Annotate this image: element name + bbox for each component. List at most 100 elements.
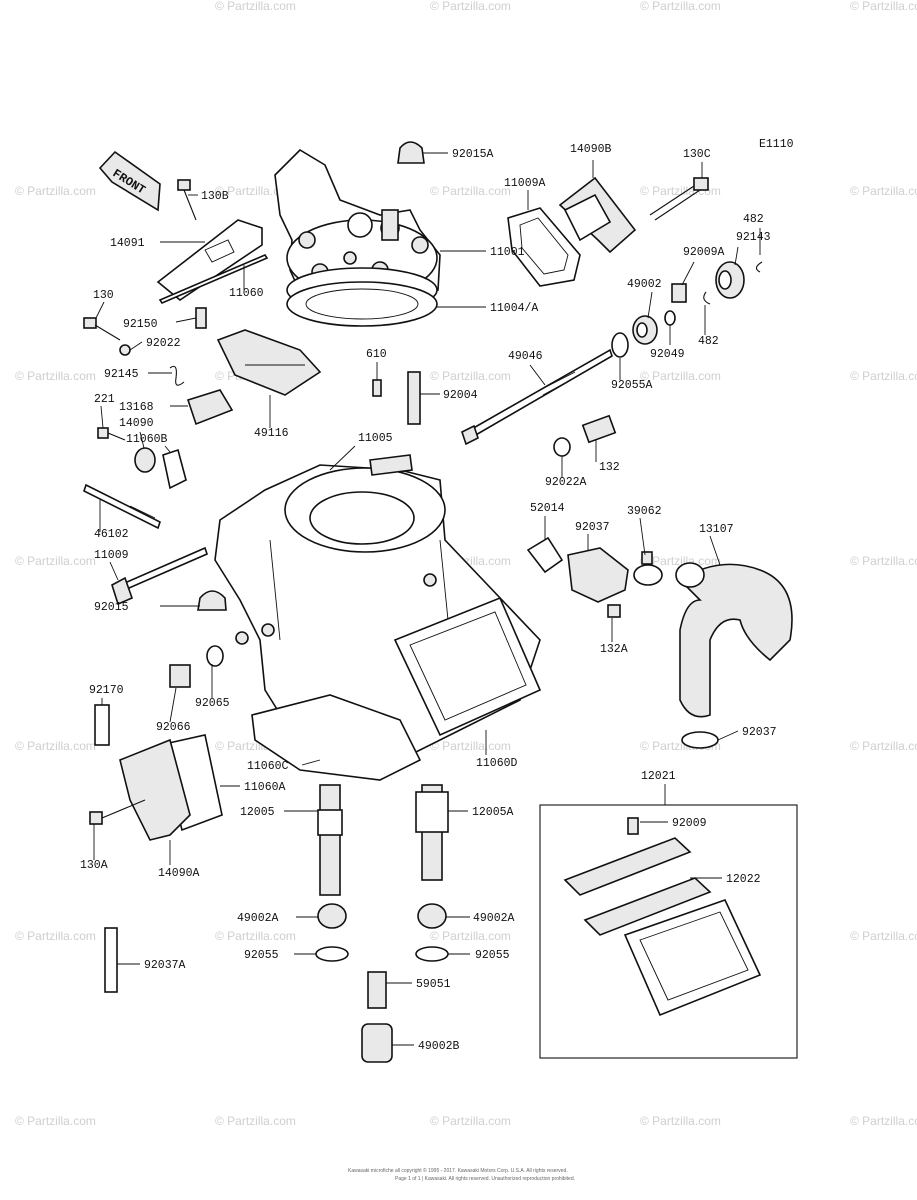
leader-line [95, 301, 105, 319]
part-label-49002a: 49002A [237, 912, 279, 925]
leader-line [709, 535, 721, 566]
leader-line [647, 291, 653, 319]
part-label-132a: 132A [600, 643, 628, 656]
part-label-130: 130 [93, 289, 114, 302]
watermark-text: © Partzilla.com [215, 929, 296, 943]
gasket-11009 [526, 536, 564, 574]
gasket-11009a [507, 207, 581, 287]
front-arrow-icon: FRONT [98, 150, 161, 212]
part-label-92037a: 92037A [144, 959, 186, 972]
gasket-11060d [393, 596, 542, 737]
leader-line [717, 730, 739, 741]
part-label-92145: 92145 [104, 368, 139, 381]
cover-14090b [558, 176, 637, 254]
leader-line [529, 364, 546, 386]
washer-92022a [553, 437, 571, 457]
part-label-92170: 92170 [89, 684, 124, 697]
leader-line [734, 246, 739, 266]
watermark-text: © Partzilla.com [15, 184, 96, 198]
part-label-92037: 92037 [742, 726, 777, 739]
part-label-13107: 13107 [699, 523, 734, 536]
leader-line [169, 687, 177, 723]
part-label-12005a: 12005A [472, 806, 514, 819]
bolt-130 [83, 317, 131, 356]
leader-line [100, 405, 104, 429]
watermark-text: © Partzilla.com [850, 1114, 917, 1128]
part-label-482: 482 [698, 335, 719, 348]
part-label-49002: 49002 [627, 278, 662, 291]
watermark-text: © Partzilla.com [15, 739, 96, 753]
cover-14090a [119, 738, 191, 841]
spring-92145 [169, 365, 185, 386]
part-label-11060a: 11060A [244, 781, 286, 794]
part-label-92022: 92022 [146, 337, 181, 350]
screw-92009a [671, 283, 687, 303]
watermark-text: © Partzilla.com [640, 1114, 721, 1128]
part-label-49002b: 49002B [418, 1040, 460, 1053]
bolt-132a [607, 604, 621, 618]
watermark-text: © Partzilla.com [850, 369, 917, 383]
watermark-text: © Partzilla.com [430, 0, 511, 13]
hose-39062 [675, 562, 793, 718]
part-label-11060: 11060 [229, 287, 264, 300]
leader-line [139, 431, 145, 449]
part-label-92015: 92015 [94, 601, 129, 614]
part-label-14090a: 14090A [158, 867, 200, 880]
watermark-text: © Partzilla.com [430, 184, 511, 198]
part-label-49116: 49116 [254, 427, 289, 440]
part-label-610: 610 [366, 348, 387, 361]
part-label-130b: 130B [201, 190, 229, 203]
part-label-92037: 92037 [575, 521, 610, 534]
part-label-14090b: 14090B [570, 143, 612, 156]
part-label-482: 482 [743, 213, 764, 226]
part-label-11005: 11005 [358, 432, 393, 445]
watermark-text: © Partzilla.com [850, 184, 917, 198]
leader-line [175, 317, 197, 323]
plug-92066 [169, 664, 191, 688]
watermark-text: © Partzilla.com [430, 929, 511, 943]
watermark-text: © Partzilla.com [215, 0, 296, 13]
shaft-12005 [317, 784, 343, 896]
part-label-11060c: 11060C [247, 760, 289, 773]
watermark-text: © Partzilla.com [850, 739, 917, 753]
part-label-14091: 14091 [110, 237, 145, 250]
part-label-92004: 92004 [443, 389, 478, 402]
oring-92055-left [315, 946, 349, 962]
part-label-92065: 92065 [195, 697, 230, 710]
part-label-49046: 49046 [508, 350, 543, 363]
cover-14091 [156, 219, 269, 304]
part-label-221: 221 [94, 393, 115, 406]
leader-line [639, 517, 646, 556]
collar-49002 [632, 315, 658, 345]
part-label-92055a: 92055A [611, 379, 653, 392]
bolt-130a [89, 799, 146, 825]
stud-92004 [407, 371, 421, 425]
leader-line [301, 759, 321, 766]
pin-610 [372, 379, 382, 397]
clamp-92037-lower [681, 731, 719, 749]
part-label-11004a: 11004/A [490, 302, 538, 315]
part-label-49002a: 49002A [473, 912, 515, 925]
watermark-text: © Partzilla.com [430, 369, 511, 383]
part-label-12022: 12022 [726, 873, 761, 886]
part-label-11060d: 11060D [476, 757, 518, 770]
head-gasket-11004a [286, 281, 438, 327]
gasket-11060b [162, 448, 187, 490]
gear-59051 [367, 971, 387, 1009]
leader-line [164, 445, 171, 453]
collar-49002a-right [417, 903, 447, 929]
collar-49002b [361, 1023, 393, 1063]
watermark-text: © Partzilla.com [15, 1114, 96, 1128]
rod-49046 [461, 348, 613, 446]
watermark-text: © Partzilla.com [15, 369, 96, 383]
part-label-12021: 12021 [641, 770, 676, 783]
watermark-text: © Partzilla.com [640, 0, 721, 13]
leader-line [329, 445, 356, 471]
part-label-92022a: 92022A [545, 476, 587, 489]
part-label-92055: 92055 [244, 949, 279, 962]
lever-13168 [186, 389, 234, 426]
footer-copyright-1: Kawasaki microfiche all copyright © 1995… [348, 1167, 568, 1174]
oring-92049 [664, 310, 676, 326]
cap-92015 [197, 590, 227, 611]
